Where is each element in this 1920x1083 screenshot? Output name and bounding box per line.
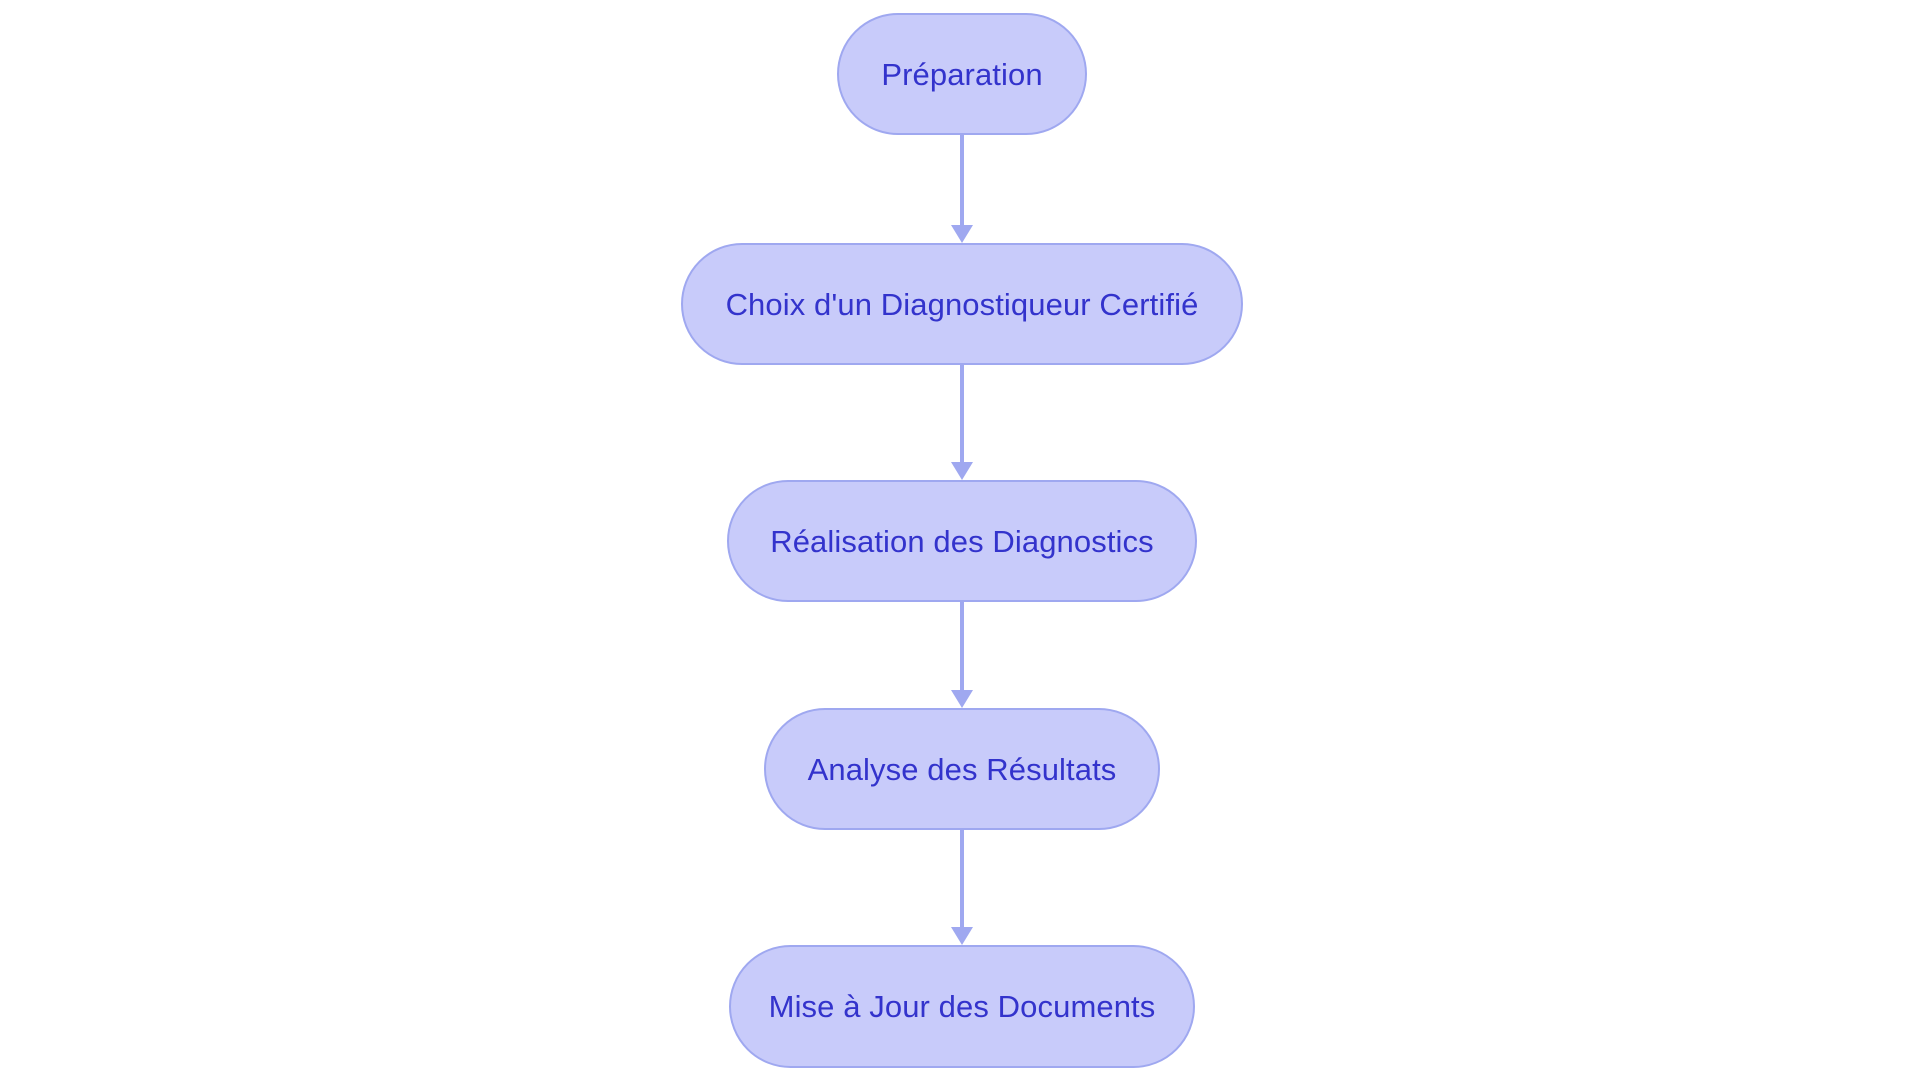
flowchart-node-preparation[interactable]: Préparation xyxy=(837,13,1087,135)
flowchart-node-analyse-resultats[interactable]: Analyse des Résultats xyxy=(764,708,1160,830)
flowchart-node-realisation-diagnostics[interactable]: Réalisation des Diagnostics xyxy=(727,480,1197,602)
node-label: Mise à Jour des Documents xyxy=(768,989,1156,1024)
arrowhead-icon xyxy=(951,927,973,945)
node-label: Analyse des Résultats xyxy=(807,751,1117,787)
flowchart-node-mise-a-jour-documents[interactable]: Mise à Jour des Documents xyxy=(729,945,1195,1068)
flowchart-node-choix-diagnostiqueur[interactable]: Choix d'un Diagnostiqueur Certifié xyxy=(681,243,1243,365)
connector-arrow-4 xyxy=(951,830,973,945)
node-label: Réalisation des Diagnostics xyxy=(770,523,1154,559)
connector-arrow-3 xyxy=(951,602,973,708)
connector-arrow-1 xyxy=(951,135,973,243)
arrowhead-icon xyxy=(951,462,973,480)
arrowhead-icon xyxy=(951,225,973,243)
connector-arrow-2 xyxy=(951,365,973,480)
node-label: Préparation xyxy=(881,56,1043,92)
node-label: Choix d'un Diagnostiqueur Certifié xyxy=(725,286,1199,322)
arrowhead-icon xyxy=(951,690,973,708)
